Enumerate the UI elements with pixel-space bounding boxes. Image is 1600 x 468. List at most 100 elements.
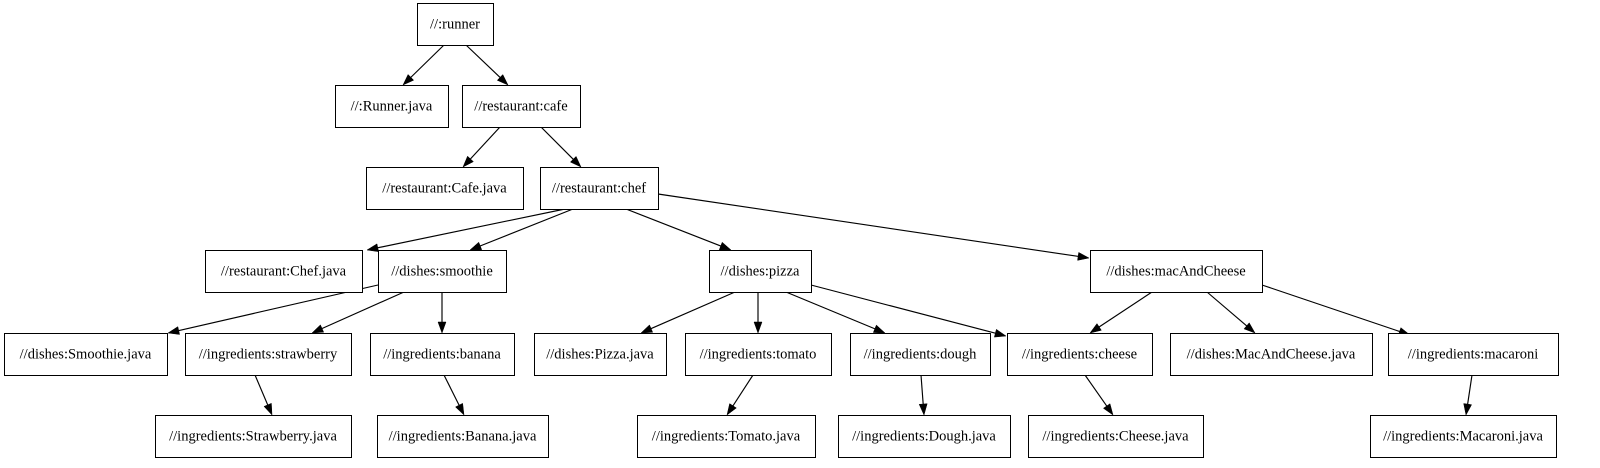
edge-runner-to-restaurant_cafe <box>465 44 509 86</box>
node-ing_macaroni[interactable]: //ingredients:macaroni <box>1388 333 1559 376</box>
edge-line <box>1206 291 1249 328</box>
node-box[interactable] <box>1007 333 1153 376</box>
node-macaroni_java[interactable]: //ingredients:Macaroni.java <box>1370 415 1557 458</box>
node-label: //:runner <box>430 16 480 32</box>
node-box[interactable] <box>534 333 667 376</box>
node-tomato_java[interactable]: //ingredients:Tomato.java <box>637 415 816 458</box>
edge-line <box>469 126 501 161</box>
arrowhead-icon <box>437 321 447 334</box>
edge-ing_dough-to-dough_java <box>918 374 928 416</box>
node-box[interactable] <box>155 415 352 458</box>
edge-line <box>1084 374 1109 408</box>
edge-ing_strawberry-to-strawberry_java <box>254 374 273 416</box>
node-restaurant_cafe[interactable]: //restaurant:cafe <box>462 85 581 128</box>
edge-restaurant_chef-to-chef_java <box>366 208 566 252</box>
node-box[interactable] <box>462 85 581 128</box>
node-strawberry_java[interactable]: //ingredients:Strawberry.java <box>155 415 352 458</box>
nodes-layer: //:runner //:Runner.java //restaurant:cafe… <box>4 3 1559 458</box>
arrowhead-icon <box>1089 323 1102 334</box>
node-pizza_java[interactable]: //dishes:Pizza.java <box>534 333 667 376</box>
node-box[interactable] <box>417 3 494 46</box>
node-ing_dough[interactable]: //ingredients:dough <box>850 333 991 376</box>
edge-line <box>1261 284 1402 333</box>
node-box[interactable] <box>335 85 449 128</box>
node-box[interactable] <box>1090 250 1263 293</box>
node-box[interactable] <box>366 167 524 210</box>
edge-restaurant_chef-to-dishes_pizza <box>625 208 732 251</box>
arrowhead-icon <box>640 324 654 334</box>
edge-line <box>540 126 575 161</box>
node-box[interactable] <box>370 333 515 376</box>
node-box[interactable] <box>850 333 991 376</box>
node-cafe_java[interactable]: //restaurant:Cafe.java <box>366 167 524 210</box>
node-macncheese_java[interactable]: //dishes:MacAndCheese.java <box>1170 333 1373 376</box>
arrowhead-icon <box>1243 322 1256 334</box>
arrowhead-icon <box>569 155 582 168</box>
edge-line <box>1097 291 1153 329</box>
node-label: //ingredients:Cheese.java <box>1042 428 1189 444</box>
node-label: //dishes:Pizza.java <box>546 346 654 362</box>
node-label: //ingredients:tomato <box>700 346 817 362</box>
edge-ing_cheese-to-cheese_java <box>1084 374 1114 416</box>
node-dishes_smoothie[interactable]: //dishes:smoothie <box>378 250 507 293</box>
node-box[interactable] <box>378 250 507 293</box>
node-box[interactable] <box>185 333 352 376</box>
node-label: //ingredients:macaroni <box>1408 346 1538 362</box>
edge-dishes_smoothie-to-ing_banana <box>437 292 447 334</box>
node-label: //restaurant:cafe <box>474 98 567 114</box>
edge-line <box>465 44 502 79</box>
edge-dishes_macncheese-to-ing_cheese <box>1089 291 1153 334</box>
edge-line <box>478 208 574 248</box>
node-label: //restaurant:chef <box>552 180 646 196</box>
node-label: //ingredients:Strawberry.java <box>169 428 337 444</box>
edge-line <box>1466 374 1473 406</box>
node-cheese_java[interactable]: //ingredients:Cheese.java <box>1028 415 1204 458</box>
node-smoothie_java[interactable]: //dishes:Smoothie.java <box>4 333 168 376</box>
node-box[interactable] <box>1170 333 1373 376</box>
node-ing_banana[interactable]: //ingredients:banana <box>370 333 515 376</box>
node-box[interactable] <box>838 415 1011 458</box>
edge-line <box>443 374 461 407</box>
node-box[interactable] <box>205 250 363 293</box>
arrowhead-icon <box>994 328 1007 338</box>
edge-line <box>657 193 1080 258</box>
edge-line <box>320 291 405 330</box>
arrowhead-icon <box>872 324 886 334</box>
arrowhead-icon <box>753 321 763 334</box>
edge-line <box>920 374 924 406</box>
node-banana_java[interactable]: //ingredients:Banana.java <box>377 415 549 458</box>
node-box[interactable] <box>685 333 832 376</box>
edge-line <box>649 291 736 330</box>
node-box[interactable] <box>1370 415 1557 458</box>
node-box[interactable] <box>709 250 812 293</box>
node-ing_cheese[interactable]: //ingredients:cheese <box>1007 333 1153 376</box>
node-ing_tomato[interactable]: //ingredients:tomato <box>685 333 832 376</box>
node-ing_strawberry[interactable]: //ingredients:strawberry <box>185 333 352 376</box>
edge-runner-to-runner_java <box>402 44 445 86</box>
node-dough_java[interactable]: //ingredients:Dough.java <box>838 415 1011 458</box>
node-dishes_pizza[interactable]: //dishes:pizza <box>709 250 812 293</box>
node-box[interactable] <box>637 415 816 458</box>
node-chef_java[interactable]: //restaurant:Chef.java <box>205 250 363 293</box>
node-box[interactable] <box>377 415 549 458</box>
arrowhead-icon <box>311 324 325 334</box>
node-box[interactable] <box>1028 415 1204 458</box>
node-box[interactable] <box>4 333 168 376</box>
node-dishes_macncheese[interactable]: //dishes:macAndCheese <box>1090 250 1263 293</box>
edge-dishes_smoothie-to-ing_strawberry <box>311 291 405 334</box>
edge-dishes_pizza-to-ing_cheese <box>810 284 1007 338</box>
edge-restaurant_chef-to-dishes_smoothie <box>469 208 574 251</box>
node-label: //ingredients:Dough.java <box>852 428 996 444</box>
node-label: //dishes:pizza <box>721 263 800 279</box>
edge-restaurant_cafe-to-restaurant_chef <box>540 126 582 168</box>
node-box[interactable] <box>540 167 659 210</box>
node-restaurant_chef[interactable]: //restaurant:chef <box>540 167 659 210</box>
node-box[interactable] <box>1388 333 1559 376</box>
edge-line <box>376 208 566 249</box>
edge-restaurant_cafe-to-cafe_java <box>462 126 501 168</box>
edge-restaurant_chef-to-dishes_macncheese <box>657 193 1090 261</box>
node-label: //dishes:smoothie <box>391 263 493 279</box>
node-runner[interactable]: //:runner <box>417 3 494 46</box>
node-runner_java[interactable]: //:Runner.java <box>335 85 449 128</box>
